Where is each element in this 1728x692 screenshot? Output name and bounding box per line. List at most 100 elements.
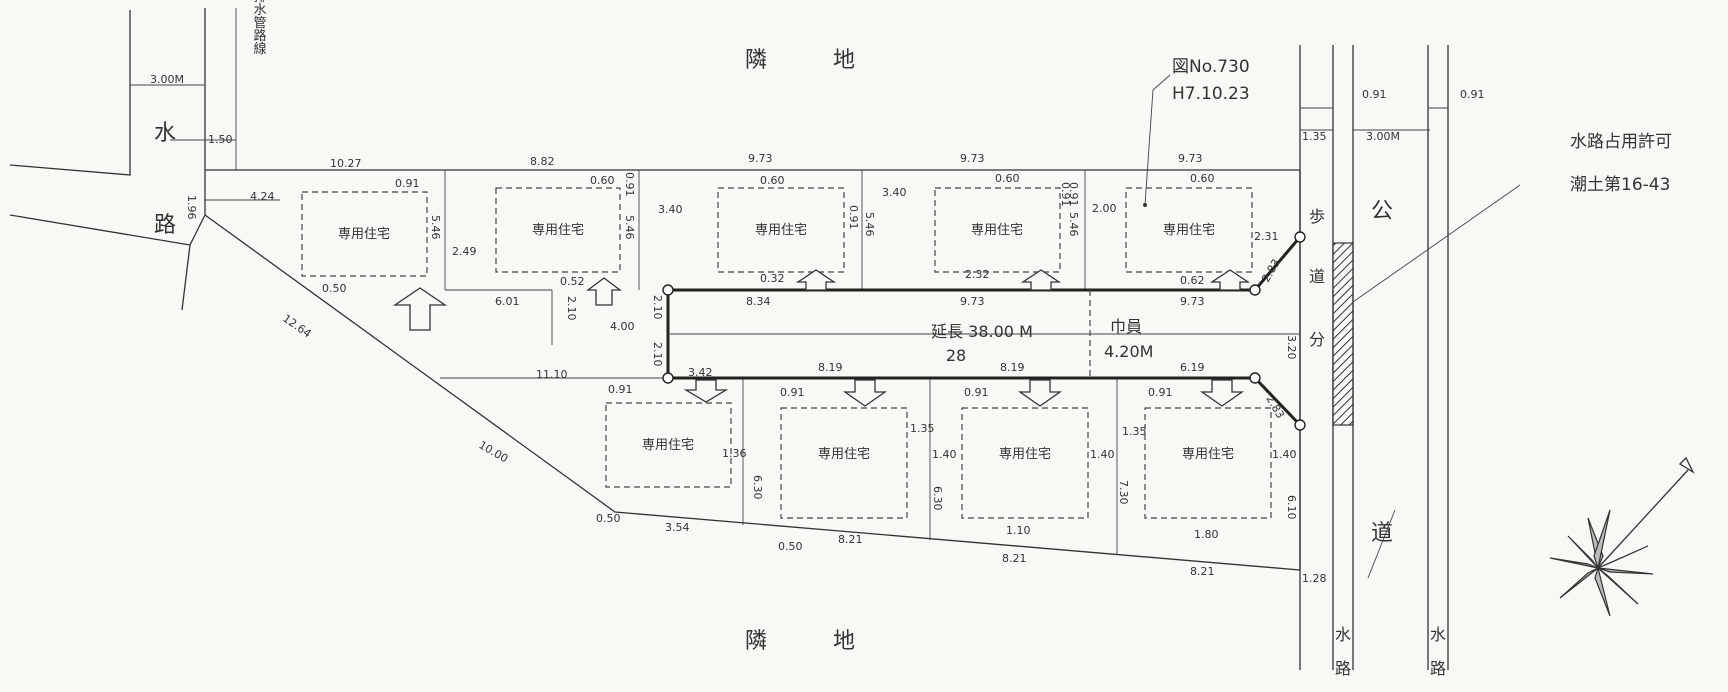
dim: 8.19 [818, 361, 843, 374]
dim: 0.60 [1190, 172, 1215, 185]
dim: 0.60 [590, 174, 615, 187]
dim: 8.34 [746, 295, 771, 308]
dim: 1.28 [1302, 572, 1327, 585]
house-label-9: 専用住宅 [1182, 447, 1234, 462]
dim: 5.46 [863, 212, 876, 237]
dim: 1.40 [932, 448, 957, 461]
dim: 0.50 [778, 540, 803, 553]
dim: 2.49 [452, 245, 477, 258]
sidewalk-label-2: 道 [1309, 267, 1325, 286]
dim: 3.54 [665, 521, 690, 534]
left-waterway [9, 8, 237, 311]
road-length: 延長 38.00 M [931, 322, 1033, 341]
arrow-down-icon [683, 379, 729, 403]
dim: 1.40 [1090, 448, 1115, 461]
house-label-8: 専用住宅 [999, 447, 1051, 462]
dim: 0.50 [596, 512, 621, 525]
dim: 6.30 [931, 486, 944, 511]
house-3 [717, 187, 845, 273]
dim: 9.73 [748, 152, 773, 165]
dim: 1.50 [208, 133, 233, 146]
dim: 3.00M [1366, 130, 1400, 143]
dim: 0.91 [964, 386, 989, 399]
dim: 1.35 [1302, 130, 1327, 143]
dim: 0.91 [847, 205, 860, 230]
dim: 6.30 [751, 475, 764, 500]
dim: 4.24 [250, 190, 275, 203]
house-label-1: 専用住宅 [338, 227, 390, 242]
arrow-up-icon [586, 277, 622, 306]
dim: 0.91 [1362, 88, 1387, 101]
waterway-right-1-label-2: 路 [1335, 659, 1351, 678]
dim: 0.60 [760, 174, 785, 187]
dim: 2.10 [651, 295, 664, 320]
dim: 2.83 [1263, 393, 1287, 421]
entry-arrows [392, 269, 1251, 407]
dim: 3.42 [688, 366, 713, 379]
dim: 1.35 [910, 422, 935, 435]
arrow-down-icon [842, 379, 888, 407]
dim: 5.46 [429, 215, 442, 240]
house-labels: 専用住宅 専用住宅 専用住宅 専用住宅 専用住宅 専用住宅 専用住宅 専用住宅 … [338, 223, 1234, 462]
house-8 [961, 407, 1089, 519]
dim: 3.00M [150, 73, 184, 86]
dim: 9.73 [1178, 152, 1203, 165]
dim: 0.91 [780, 386, 805, 399]
waterway-right-2-label-2: 路 [1430, 659, 1446, 678]
dim: 0.62 [1180, 274, 1205, 287]
dim: 3.20 [1285, 335, 1298, 360]
dim: 0.91 [623, 172, 636, 197]
dim: 8.21 [1190, 565, 1215, 578]
right-road-area [1299, 45, 1521, 670]
dim: 4.00 [610, 320, 635, 333]
dim: 9.73 [1180, 295, 1205, 308]
house-9 [1144, 407, 1272, 519]
neighbor-land-top: 隣 地 [745, 48, 855, 73]
dim: 0.91 [1059, 182, 1072, 207]
dim: 1.36 [722, 447, 747, 460]
dim: 8.21 [838, 533, 863, 546]
drain-line-label: 排水管路線 [251, 0, 267, 55]
dim: 8.19 [1000, 361, 1025, 374]
dim: 5.46 [623, 215, 636, 240]
dim: 0.91 [1067, 182, 1080, 207]
dim: 10.00 [477, 438, 511, 465]
permit-title: 水路占用許可 [1570, 132, 1672, 152]
dim: 3.40 [882, 186, 907, 199]
house-label-7: 専用住宅 [818, 447, 870, 462]
arrow-up-icon [1209, 269, 1251, 291]
house-label-3: 専用住宅 [755, 223, 807, 238]
dim: 10.27 [330, 157, 362, 170]
north-arrow-icon [1549, 456, 1695, 617]
arrow-up-icon [392, 287, 448, 331]
waterway-right-2-label-1: 水 [1430, 625, 1446, 644]
house-2 [495, 187, 621, 273]
dim: 1.10 [1006, 524, 1031, 537]
arrow-up-icon [1020, 269, 1062, 291]
dim: 6.10 [1285, 495, 1298, 520]
lot-lines [440, 170, 1118, 555]
dim: 0.60 [995, 172, 1020, 185]
dim: 0.52 [560, 275, 585, 288]
house-1 [301, 191, 428, 277]
dimension-labels: 3.00M 1.50 1.96 10.27 4.24 0.91 5.46 0.5… [150, 73, 1485, 585]
dim: 0.50 [322, 282, 347, 295]
dim: 8.21 [1002, 552, 1027, 565]
public-road-label-2: 道 [1371, 521, 1393, 546]
house-label-2: 専用住宅 [532, 223, 584, 238]
dim: 0.91 [1460, 88, 1485, 101]
dim: 9.73 [960, 295, 985, 308]
dim: 12.64 [280, 312, 313, 341]
house-6 [605, 402, 732, 488]
area-labels: 隣 地 隣 地 水 路 公 道 歩 道 分 水 路 水 路 排水管路線 [154, 0, 1446, 678]
annotations: 図No.730 H7.10.23 水路占用許可 潮土第16-43 延長 38.0… [931, 57, 1672, 365]
permit-number: 潮土第16-43 [1570, 175, 1670, 195]
dim: 6.01 [495, 295, 520, 308]
dim: 1.40 [1272, 448, 1297, 461]
dim: 0.91 [395, 177, 420, 190]
dim: 2.31 [1254, 230, 1279, 243]
arrow-up-icon [795, 269, 837, 291]
dim: 7.30 [1117, 480, 1130, 505]
